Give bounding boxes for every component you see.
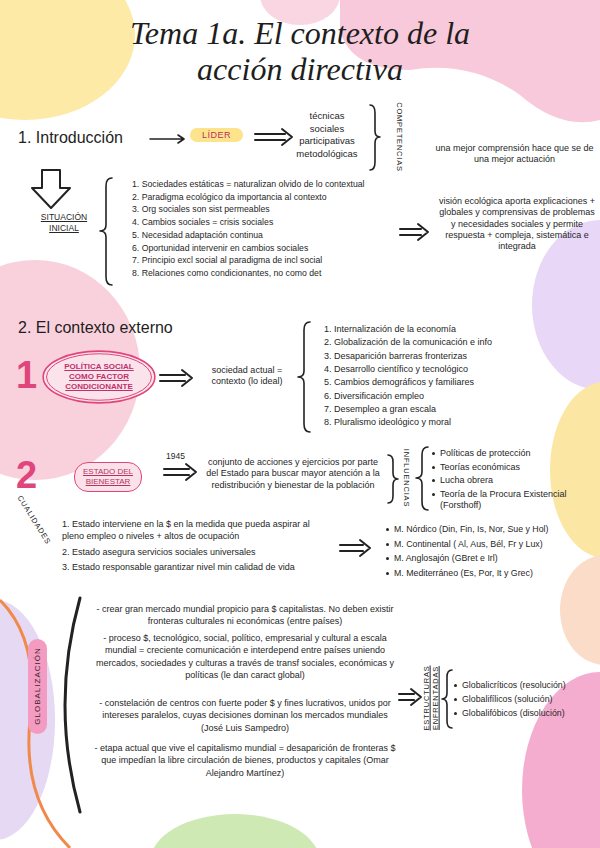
node-text: GLOBALIZACIÓN xyxy=(33,647,42,724)
list-item: 1. Internalización de la economía xyxy=(324,324,456,335)
callout-number: 2 xyxy=(16,452,37,500)
list-item: 8. Relaciones como condicionantes, no co… xyxy=(132,268,321,279)
note-text: sociedad actual = contexto (lo ideal) xyxy=(198,365,296,388)
bullet-dot xyxy=(432,493,435,496)
leader-pill: LÍDER xyxy=(190,128,243,142)
list-item: 7. Principio excl social al paradigma de… xyxy=(132,255,322,266)
note-text: una mejor comprensión hace que se de una… xyxy=(432,143,597,166)
bullet-item: Lucha obrera xyxy=(440,475,585,486)
bullet-item: Teorías económicas xyxy=(440,462,585,473)
condition-ellipse: POLÍTICA SOCIAL COMO FACTOR CONDICIONANT… xyxy=(42,350,156,404)
bullet-item: M. Mediterráneo (Es, Por, It y Grec) xyxy=(394,568,533,579)
competence-item: técnicas xyxy=(287,110,367,122)
bullet-dot xyxy=(386,543,389,546)
list-item: 2. Paradigma ecológico da importancia al… xyxy=(132,192,327,203)
definition-text: - crear gran mercado mundial propicio pa… xyxy=(94,603,396,628)
competence-item: participativas xyxy=(287,135,367,147)
globalization-pill: GLOBALIZACIÓN xyxy=(28,639,47,734)
bullet-dot xyxy=(454,698,457,701)
list-item: 3. Org sociales son sist permeables xyxy=(132,204,270,215)
definition-text: - proceso $, tecnológico, social, políti… xyxy=(94,632,396,682)
list-item: 1. Estado interviene en la $ en la medid… xyxy=(62,519,334,542)
bullet-dot xyxy=(432,452,435,455)
list-item: 5. Cambios demográficos y familiares xyxy=(324,377,474,388)
bullet-item: Globalicríticos (resolución) xyxy=(462,680,566,691)
bullet-item: Políticas de protección xyxy=(440,448,585,459)
competence-item: metodológicas xyxy=(287,148,367,160)
section-heading: 2. El contexto externo xyxy=(18,318,173,338)
bullet-item: M. Nórdico (Din, Fin, Is, Nor, Sue y Hol… xyxy=(394,524,548,535)
vertical-label: ESTRUCTURAS ENFRENTADAS xyxy=(422,661,441,735)
bullet-dot xyxy=(386,557,389,560)
bullet-dot xyxy=(386,528,389,531)
bullet-item: M. Anglosajón (GBret e Irl) xyxy=(394,553,498,564)
node-text: POLÍTICA SOCIAL COMO FACTOR CONDICIONANT… xyxy=(55,362,143,392)
list-item: 2. Globalización de la comunicación e in… xyxy=(324,337,492,348)
bullet-item: Globalifílicos (solución) xyxy=(462,694,552,705)
diagonal-label: CUALIDADES xyxy=(15,494,53,546)
bullet-dot xyxy=(386,572,389,575)
list-item: 5. Necesidad adaptación continua xyxy=(132,230,263,241)
definition-text: - constelación de centros con fuerte pod… xyxy=(94,697,396,734)
side-label: SITUACIÓN INICIAL xyxy=(26,212,102,233)
bullet-dot xyxy=(432,466,435,469)
bullet-item: Teoría de la Procura Existencial (Forsth… xyxy=(440,489,585,512)
competence-item: sociales xyxy=(287,123,367,135)
bullet-dot xyxy=(454,712,457,715)
year-label: 1945 xyxy=(166,451,185,462)
list-item: 4. Cambios sociales = crisis sociales xyxy=(132,217,273,228)
list-item: 3. Desaparición barreras fronterizas xyxy=(324,351,467,362)
list-item: 7. Desempleo a gran escala xyxy=(324,404,436,415)
bullet-dot xyxy=(454,684,457,687)
note-text: visión ecológica aporta explicaciones + … xyxy=(437,196,597,252)
welfare-pill: ESTADO DEL BIENESTAR xyxy=(74,462,142,493)
list-item: 6. Oportunidad intervenir en cambios soc… xyxy=(132,243,308,254)
definition-text: - etapa actual que vive el capitalismo m… xyxy=(94,742,396,779)
list-item: 6. Diversificación empleo xyxy=(324,391,424,402)
list-item: 4. Desarrollo científico y tecnológico xyxy=(324,364,468,375)
vertical-label: COMPETENCIAS xyxy=(394,102,403,172)
callout-number: 1 xyxy=(16,352,37,400)
list-item: 1. Sociedades estáticas = naturalizan ol… xyxy=(132,179,365,190)
section-heading: 1. Introducción xyxy=(18,128,123,148)
vertical-label: INFLUENCIAS xyxy=(401,449,410,507)
list-item: 2. Estado asegura servicios sociales uni… xyxy=(62,547,334,558)
bullet-dot xyxy=(432,479,435,482)
list-item: 8. Pluralismo ideológico y moral xyxy=(324,417,451,428)
list-item: 3. Estado responsable garantizar nivel m… xyxy=(62,562,334,573)
bullet-item: M. Continental ( Al, Aus, Bél, Fr y Lux) xyxy=(394,539,543,550)
bullet-item: Globalifóbicos (disolución) xyxy=(462,708,565,719)
page-title: Tema 1a. El contexto de la acción direct… xyxy=(112,16,488,88)
node-text: LÍDER xyxy=(202,130,231,140)
node-text: ESTADO DEL BIENESTAR xyxy=(79,467,137,488)
note-text: conjunto de acciones y ejercicios por pa… xyxy=(201,457,385,491)
